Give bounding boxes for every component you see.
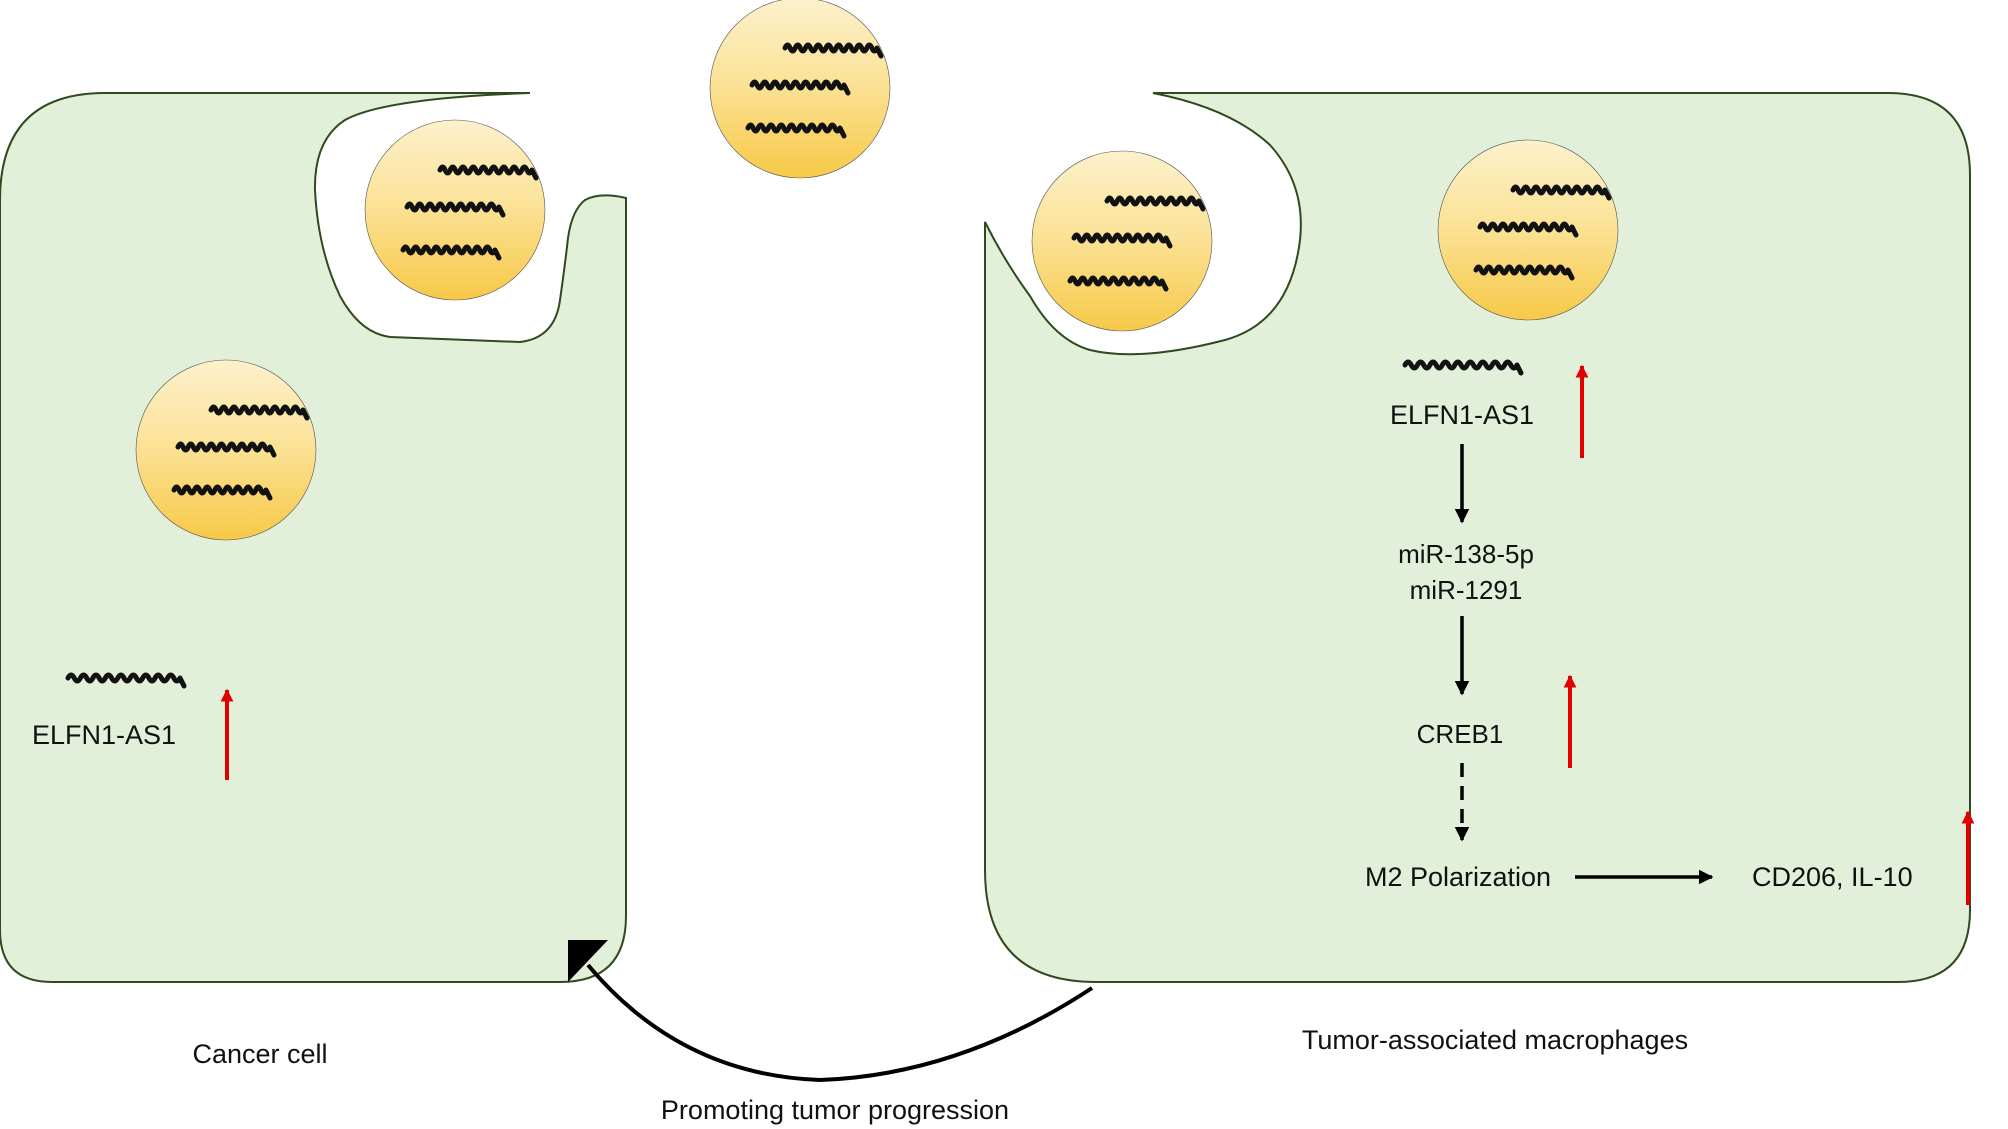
lncrna-strand (1510, 184, 1612, 201)
lncrna-strand (1104, 195, 1206, 212)
exosome-vesicle (135, 359, 317, 541)
lncrna-strand (171, 484, 273, 501)
lncrna-strand (1473, 264, 1575, 281)
lncrna-strand (749, 79, 851, 96)
lncrna-strand (1402, 359, 1524, 376)
exosome-vesicle (1437, 139, 1619, 321)
lncrna-strand (745, 122, 847, 139)
lncrna-strands (400, 164, 539, 261)
lncrna-strand (782, 42, 884, 59)
lncrna-strand (65, 672, 187, 689)
feedback-arrowhead (568, 940, 608, 982)
lncrna-strand (1402, 359, 1524, 376)
creb1-label: CREB1 (1417, 719, 1504, 749)
m2-polarization-label: M2 Polarization (1365, 862, 1551, 892)
feedback-label: Promoting tumor progression (661, 1095, 1009, 1125)
lncrna-strand (175, 441, 277, 458)
lncrna-strand (1477, 221, 1579, 238)
exosome-vesicle (709, 0, 891, 179)
mir-138-5p-label: miR-138-5p (1398, 539, 1534, 569)
lncrna-strand (1067, 275, 1169, 292)
macrophage-membrane (984, 92, 1971, 983)
cancer-cell-label: Cancer cell (192, 1039, 327, 1069)
macrophage-elfn1-as1-label: ELFN1-AS1 (1390, 400, 1534, 430)
exosome-vesicle (1031, 150, 1213, 332)
lncrna-strand (400, 244, 502, 261)
lncrna-strand (65, 672, 187, 689)
lncrna-strands (745, 42, 884, 139)
cd206-il10-label: CD206, IL-10 (1752, 862, 1913, 892)
lncrna-strand (404, 201, 506, 218)
mir-1291-label: miR-1291 (1410, 575, 1523, 605)
lncrna-strands (1473, 184, 1612, 281)
feedback-arrow (586, 963, 1094, 1083)
exosome-vesicle (364, 119, 546, 301)
macrophage-label: Tumor-associated macrophages (1302, 1025, 1688, 1055)
lncrna-strand (208, 404, 310, 421)
lncrna-strand (1071, 232, 1173, 249)
lncrna-strands (171, 404, 310, 501)
cancer-elfn1-as1-label: ELFN1-AS1 (32, 720, 176, 750)
lncrna-strand (437, 164, 539, 181)
lncrna-strands (1067, 195, 1206, 292)
cancer-cell-membrane (0, 92, 627, 983)
